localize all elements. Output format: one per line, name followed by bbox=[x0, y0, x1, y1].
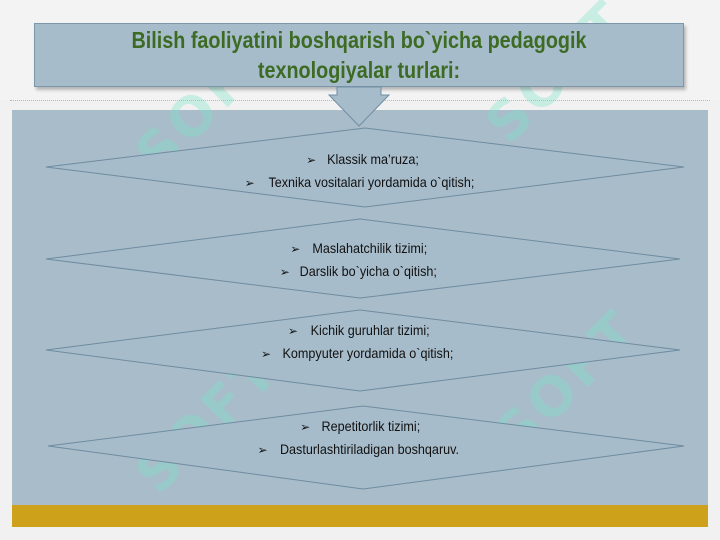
item-text: Darslik bo`yicha o`qitish; bbox=[299, 263, 437, 279]
item-text: Kompyuter yordamida o`qitish; bbox=[282, 345, 454, 361]
arrow-bullet-icon: ➢ bbox=[279, 265, 290, 279]
diamond-text-2: ➢ Maslahatchilik tizimi; ➢ Darslik bo`yic… bbox=[162, 237, 562, 283]
diamond-shape-2 bbox=[45, 218, 681, 299]
item-text: Kichik guruhlar tizimi; bbox=[310, 322, 430, 338]
footer-bar bbox=[12, 505, 708, 527]
down-arrow-icon bbox=[327, 86, 391, 127]
item-text: Klassik ma’ruza; bbox=[327, 151, 419, 167]
item-text: Dasturlashtiriladigan boshqaruv. bbox=[279, 441, 459, 457]
page-title: Bilish faoliyatini boshqarish bo`yicha p… bbox=[131, 27, 587, 83]
arrow-bullet-icon: ➢ bbox=[290, 242, 301, 256]
diamond-text-1: ➢ Klassik ma’ruza; ➢ Texnika vositalari y… bbox=[165, 148, 565, 194]
item-text: Repetitorlik tizimi; bbox=[321, 418, 421, 434]
arrow-bullet-icon: ➢ bbox=[300, 420, 311, 434]
diamond-shape-3 bbox=[45, 309, 681, 392]
item-text: Texnika vositalari yordamida o`qitish; bbox=[268, 174, 474, 190]
arrow-bullet-icon: ➢ bbox=[257, 443, 268, 457]
arrow-bullet-icon: ➢ bbox=[306, 153, 317, 167]
arrow-bullet-icon: ➢ bbox=[244, 176, 255, 190]
diamond-text-3: ➢ Kichik guruhlar tizimi; ➢ Kompyuter yor… bbox=[162, 319, 562, 365]
diamond-shape-4 bbox=[47, 405, 685, 490]
diamond-text-4: ➢ Repetitorlik tizimi; ➢ Dasturlashtirila… bbox=[163, 415, 563, 461]
arrow-bullet-icon: ➢ bbox=[261, 347, 272, 361]
arrow-bullet-icon: ➢ bbox=[287, 324, 298, 338]
title-box: Bilish faoliyatini boshqarish bo`yicha p… bbox=[34, 23, 684, 87]
item-text: Maslahatchilik tizimi; bbox=[312, 240, 428, 256]
diamond-shape-1 bbox=[45, 127, 685, 208]
